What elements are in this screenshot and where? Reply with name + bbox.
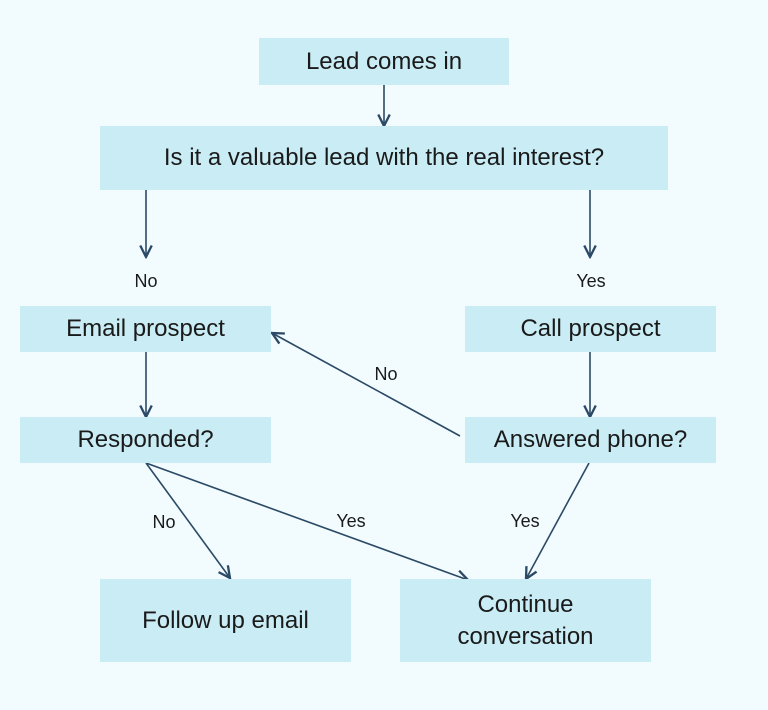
edge-label-answered-yes: Yes xyxy=(510,511,540,531)
node-continue-conversation-line2: conversation xyxy=(457,622,594,650)
node-continue-conversation: Continue conversation xyxy=(400,579,651,662)
arrow-responded-to-continue xyxy=(145,462,468,580)
arrow-answered-to-continue xyxy=(526,462,590,579)
node-email-prospect-label: Email prospect xyxy=(66,315,225,342)
edge-label-valuable-no: No xyxy=(134,271,158,291)
node-follow-up-email-label: Follow up email xyxy=(142,606,309,634)
node-responded-question: Responded? xyxy=(20,417,271,463)
node-lead-comes-in-label: Lead comes in xyxy=(305,47,463,75)
node-valuable-lead-question: Is it a valuable lead with the real inte… xyxy=(100,126,668,190)
node-continue-conversation-line1: Continue xyxy=(477,590,574,618)
node-email-prospect: Email prospect xyxy=(20,306,271,352)
edge-label-responded-yes: Yes xyxy=(336,511,366,531)
node-lead-comes-in: Lead comes in xyxy=(259,38,509,85)
node-call-prospect-label: Call prospect xyxy=(520,315,661,342)
node-answered-phone-question: Answered phone? xyxy=(465,417,716,463)
edge-label-answered-no: No xyxy=(374,364,398,384)
edge-label-valuable-yes: Yes xyxy=(576,271,606,291)
arrow-answered-to-email xyxy=(272,333,461,437)
node-responded-question-label: Responded? xyxy=(77,426,214,453)
node-valuable-lead-question-label: Is it a valuable lead with the real inte… xyxy=(163,144,605,171)
node-answered-phone-question-label: Answered phone? xyxy=(493,426,688,453)
edge-label-responded-no: No xyxy=(152,512,176,532)
node-call-prospect: Call prospect xyxy=(465,306,716,352)
node-follow-up-email: Follow up email xyxy=(100,579,351,662)
arrow-responded-to-followup xyxy=(145,462,230,578)
